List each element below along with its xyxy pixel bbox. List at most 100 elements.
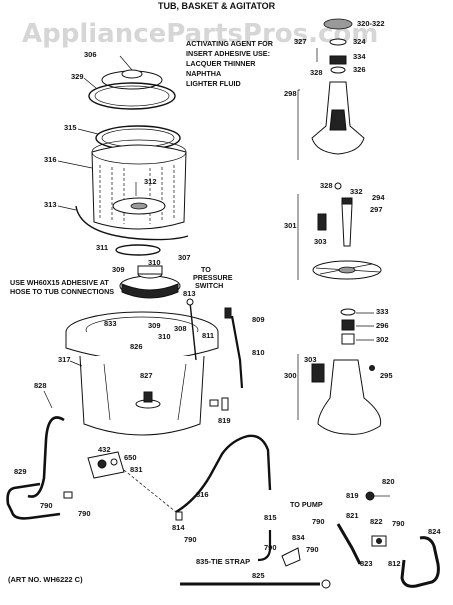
- seal-311: [115, 244, 161, 256]
- hose-828: [27, 416, 65, 498]
- tub-cover-306: [101, 55, 163, 90]
- svg-text:LACQUER THINNER: LACQUER THINNER: [186, 59, 256, 68]
- part-332-label: 332: [350, 187, 363, 196]
- hose-815: [257, 530, 272, 562]
- art-number: (ART NO. WH6222 C): [8, 575, 83, 584]
- part-790e-label: 790: [306, 545, 319, 554]
- part-296-label: 296: [376, 321, 389, 330]
- part-310-label: 310: [148, 258, 161, 267]
- part-328-label: 328: [310, 68, 323, 77]
- part-311-label: 311: [96, 243, 108, 252]
- clamp-790b: [63, 491, 73, 499]
- part-326-label: 326: [353, 65, 366, 74]
- valve-822: [371, 535, 387, 547]
- part-320-label: 320-322: [357, 19, 385, 28]
- bracket-834: [281, 547, 301, 567]
- part-814-label: 814: [172, 523, 185, 532]
- svg-text:INSERT ADHESIVE USE:: INSERT ADHESIVE USE:: [186, 49, 270, 58]
- part-309-label: 309: [112, 265, 125, 274]
- part-827-label: 827: [140, 371, 153, 380]
- watermark: AppliancePartsPros.com: [22, 19, 378, 49]
- part-294-label: 294: [372, 193, 385, 202]
- part-329-label: 329: [71, 72, 84, 81]
- part-301-label: 301: [284, 221, 297, 230]
- part-303-label: 303: [314, 237, 327, 246]
- part-297-label: 297: [370, 205, 383, 214]
- part-790d-label: 790: [264, 543, 277, 552]
- part-810-label: 810: [252, 348, 265, 357]
- part-650-label: 650: [124, 453, 137, 462]
- adhesive-note: ACTIVATING AGENT FOR INSERT ADHESIVE USE…: [186, 39, 274, 88]
- pressure-hose-811: [186, 298, 197, 361]
- part-833-label: 833: [104, 319, 117, 328]
- tie-strap-label: 835-TIE STRAP: [196, 557, 250, 566]
- part-308-label: 308: [174, 324, 187, 333]
- part-328b-label: 328: [320, 181, 333, 190]
- part-334-label: 334: [353, 52, 366, 61]
- pump-650: [87, 451, 125, 479]
- svg-text:TO: TO: [201, 265, 211, 274]
- svg-text:HOSE TO TUB CONNECTIONS: HOSE TO TUB CONNECTIONS: [10, 287, 114, 296]
- part-310b-label: 310: [158, 332, 171, 341]
- part-823-label: 823: [360, 559, 373, 568]
- clamp-790c: [175, 511, 183, 521]
- part-821-label: 821: [346, 511, 359, 520]
- part-825-label: 825: [252, 571, 265, 580]
- part-834-label: 834: [292, 533, 305, 542]
- part-312-label: 312: [144, 177, 157, 186]
- to-pump-note: TO PUMP: [290, 500, 323, 509]
- svg-text:USE WH60X15 ADHESIVE AT: USE WH60X15 ADHESIVE AT: [10, 278, 109, 287]
- agitator-group-1: [297, 18, 365, 160]
- part-432-label: 432: [98, 445, 111, 454]
- part-298-label: 298: [284, 89, 297, 98]
- part-303b-label: 303: [304, 355, 317, 364]
- hose-829: [6, 482, 61, 520]
- pressure-switch-note: TO PRESSURE SWITCH: [193, 265, 233, 290]
- part-316-label: 316: [44, 155, 57, 164]
- svg-text:ACTIVATING AGENT FOR: ACTIVATING AGENT FOR: [186, 39, 274, 48]
- hose-825: [180, 579, 331, 589]
- basket-316: [91, 139, 187, 230]
- part-822-label: 822: [370, 517, 383, 526]
- hose-821: [336, 523, 362, 565]
- part-831-label: 831: [130, 465, 143, 474]
- diagram-title: TUB, BASKET & AGITATOR: [158, 1, 276, 11]
- part-828-label: 828: [34, 381, 47, 390]
- part-790b-label: 790: [78, 509, 91, 518]
- part-309b-label: 309: [148, 321, 161, 330]
- part-790a-label: 790: [40, 501, 53, 510]
- outer-tub-317: [65, 311, 219, 436]
- agitator-group-3: [297, 308, 382, 435]
- part-315-label: 315: [64, 123, 77, 132]
- clamp-819: [221, 397, 229, 411]
- part-327-label: 327: [294, 37, 307, 46]
- part-811-label: 811: [202, 331, 214, 340]
- hose-adhesive-note: USE WH60X15 ADHESIVE AT HOSE TO TUB CONN…: [10, 278, 114, 296]
- svg-text:SWITCH: SWITCH: [195, 281, 223, 290]
- part-307-label: 307: [178, 253, 191, 262]
- part-809-label: 809: [252, 315, 265, 324]
- part-816-label: 816: [196, 490, 209, 499]
- svg-text:LIGHTER FLUID: LIGHTER FLUID: [186, 79, 241, 88]
- part-820-label: 820: [382, 477, 395, 486]
- svg-text:PRESSURE: PRESSURE: [193, 273, 233, 282]
- part-790c-label: 790: [184, 535, 197, 544]
- part-333-label: 333: [376, 307, 389, 316]
- hose-816: [175, 434, 272, 514]
- part-815-label: 815: [264, 513, 277, 522]
- hose-824: [400, 536, 440, 588]
- part-819-label: 819: [218, 416, 231, 425]
- tub-cover-ring-329: [88, 82, 176, 110]
- svg-text:NAPHTHA: NAPHTHA: [186, 69, 221, 78]
- part-826-label: 826: [130, 342, 143, 351]
- agitator-group-2: [297, 182, 382, 280]
- part-813-label: 813: [183, 289, 196, 298]
- part-317-label: 317: [58, 355, 71, 364]
- part-829-label: 829: [14, 467, 27, 476]
- part-790g-label: 790: [392, 519, 405, 528]
- part-295-label: 295: [380, 371, 393, 380]
- part-790f-label: 790: [312, 517, 325, 526]
- part-824-label: 824: [428, 527, 441, 536]
